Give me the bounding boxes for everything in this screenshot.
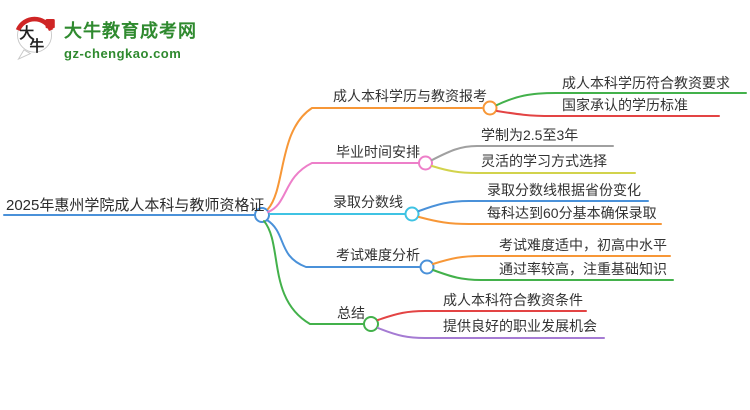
branch-line-4 xyxy=(266,219,421,268)
leaf-line-1b xyxy=(496,110,720,117)
logo-char-2: 牛 xyxy=(29,37,44,55)
leaf-line-2a xyxy=(431,145,614,161)
root-label: 2025年惠州学院成人本科与教师资格证 xyxy=(6,197,265,214)
branch-label-2: 毕业时间安排 xyxy=(336,144,420,160)
leaf-label-3a: 录取分数线根据省份变化 xyxy=(487,182,641,198)
branch-label-5: 总结 xyxy=(337,305,365,321)
branch-line-5 xyxy=(263,220,364,325)
leaf-line-3b xyxy=(418,216,662,225)
leaf-label-2a: 学制为2.5至3年 xyxy=(481,127,579,143)
branch-line-2 xyxy=(267,162,419,213)
leaf-label-3b: 每科达到60分基本确保录取 xyxy=(487,205,657,221)
site-logo: 大 牛 大牛教育成考网 gz-chengkao.com xyxy=(12,11,197,63)
root-node-circle xyxy=(254,207,270,223)
leaf-label-5b: 提供良好的职业发展机会 xyxy=(443,318,597,334)
leaf-label-4a: 考试难度适中，初高中水平 xyxy=(499,237,667,253)
leaf-line-1a xyxy=(496,92,747,106)
branch-label-3: 录取分数线 xyxy=(333,194,403,210)
leaf-line-4a xyxy=(432,255,671,265)
leaf-label-4b: 通过率较高，注重基础知识 xyxy=(499,261,667,277)
leaf-line-5a xyxy=(377,310,587,321)
leaf-label-1a: 成人本科学历符合教资要求 xyxy=(562,75,730,91)
branch-label-4: 考试难度分析 xyxy=(336,247,420,263)
leaf-label-2b: 灵活的学习方式选择 xyxy=(481,153,607,169)
daniu-seal-icon: 大 牛 xyxy=(15,16,55,61)
logo-char-1: 大 xyxy=(19,24,34,42)
branch-node-circle-4 xyxy=(419,259,435,275)
branch-node-circle-3 xyxy=(404,206,420,222)
leaf-label-5a: 成人本科符合教资条件 xyxy=(443,292,583,308)
branch-node-circle-2 xyxy=(418,155,433,171)
red-seal xyxy=(45,19,55,29)
leaf-line-2b xyxy=(431,165,636,174)
branch-label-1: 成人本科学历与教资报考 xyxy=(333,88,487,104)
logo-title: 大牛教育成考网 xyxy=(64,21,197,41)
branch-node-circle-5 xyxy=(363,316,379,332)
leaf-line-3a xyxy=(418,200,649,212)
leaf-line-4b xyxy=(432,269,674,281)
branch-node-circle-1 xyxy=(482,100,498,116)
leaf-label-1b: 国家承认的学历标准 xyxy=(562,97,688,113)
speech-bubble-tail xyxy=(17,49,32,61)
leaf-line-5b xyxy=(377,327,605,339)
logo-subtitle: gz-chengkao.com xyxy=(64,46,182,61)
branch-line-1 xyxy=(267,107,483,210)
logo-text: 大牛教育成考网 gz-chengkao.com xyxy=(64,11,197,61)
